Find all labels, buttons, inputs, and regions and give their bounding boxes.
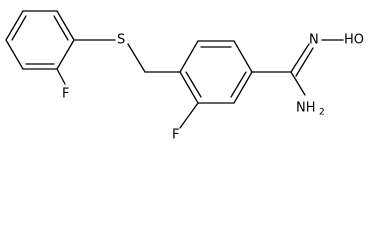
benzamidine-ring bbox=[179, 40, 253, 104]
c-n-double-bond-a bbox=[290, 43, 310, 73]
c-f-bond-left bbox=[56, 68, 66, 85]
hydroxyl-label: HO bbox=[344, 33, 364, 48]
c-nh2-bond bbox=[290, 71, 306, 96]
amine-subscript: 2 bbox=[319, 108, 325, 118]
c-f-bond-right bbox=[179, 102, 199, 129]
sulfur-atom-label: S bbox=[117, 33, 125, 48]
fluorine-atom-label-left: F bbox=[62, 87, 69, 102]
fluorine-atom-label-right: F bbox=[172, 128, 179, 143]
c-n-double-bond-b bbox=[295, 47, 314, 77]
structure-canvas: S F F N HO NH 2 bbox=[5, 10, 364, 143]
s-ch2-bond bbox=[127, 43, 146, 73]
imine-nitrogen-label: N bbox=[309, 33, 319, 48]
amine-label: NH bbox=[296, 101, 316, 116]
fluorophenyl-ring bbox=[5, 10, 75, 70]
molecule-structure: S F F N HO NH 2 bbox=[5, 10, 364, 143]
